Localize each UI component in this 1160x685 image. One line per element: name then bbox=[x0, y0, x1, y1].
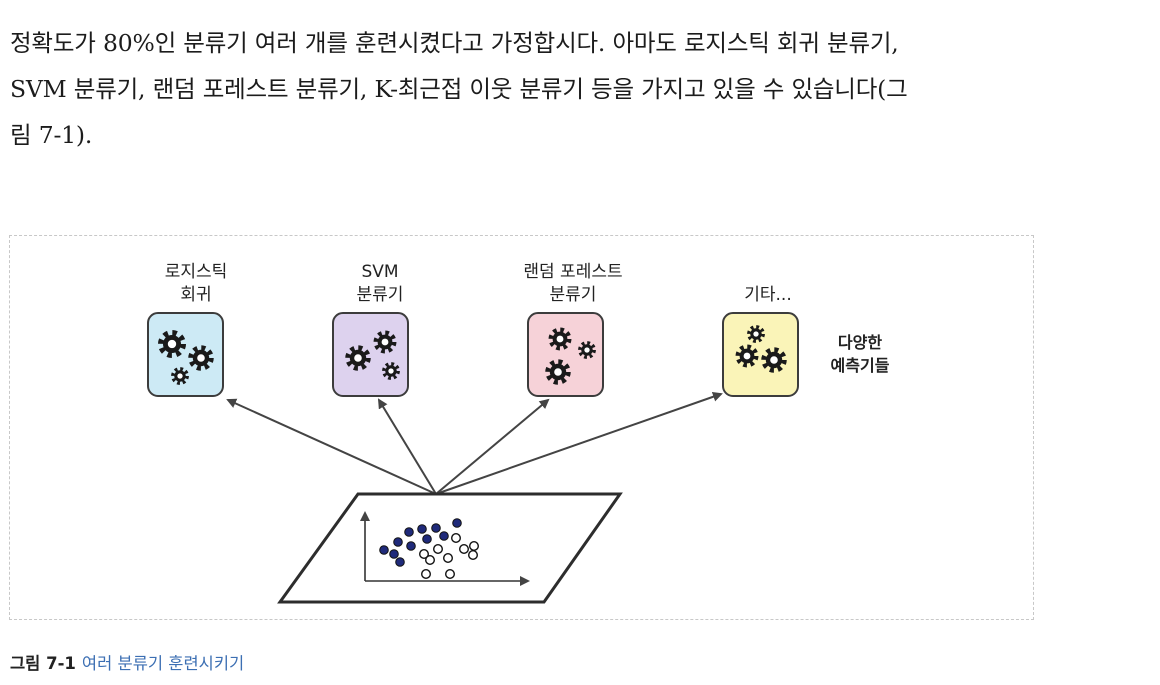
gear-icon bbox=[548, 327, 572, 351]
classifier-label-svm: SVM 분류기 bbox=[280, 261, 480, 307]
gear-icon bbox=[578, 341, 596, 359]
gear-icon bbox=[188, 345, 214, 371]
gear-icon bbox=[382, 362, 400, 380]
paragraph-line: SVM 분류기, 랜덤 포레스트 분류기, K-최근접 이웃 분류기 등을 가지… bbox=[10, 75, 908, 103]
data-point-filled bbox=[395, 557, 405, 567]
classifier-label-line: 랜덤 포레스트 bbox=[523, 262, 623, 282]
data-point-filled bbox=[417, 524, 427, 534]
classifier-box-svm bbox=[332, 312, 409, 397]
body-paragraph: 정확도가 80%인 분류기 여러 개를 훈련시켰다고 가정합시다. 아마도 로지… bbox=[10, 20, 1130, 158]
classifier-label-line: 분류기 bbox=[356, 285, 404, 305]
classifier-label-line: 회귀 bbox=[180, 285, 212, 305]
data-point-filled bbox=[389, 549, 399, 559]
gear-icon bbox=[747, 325, 765, 343]
data-point-hollow bbox=[469, 541, 480, 552]
predictors-label-line: 다양한 bbox=[837, 333, 883, 352]
gear-icon bbox=[157, 329, 187, 359]
data-point-filled bbox=[452, 518, 462, 528]
classifier-label-other: 기타... bbox=[668, 284, 868, 307]
gear-icon bbox=[545, 359, 571, 385]
arrow-to-random-forest bbox=[435, 398, 550, 495]
arrow-to-logistic bbox=[226, 398, 437, 495]
data-point-filled bbox=[379, 545, 389, 555]
gears-icons bbox=[157, 325, 787, 385]
caption-text: 여러 분류기 훈련시키기 bbox=[81, 654, 245, 673]
paragraph-line: 정확도가 80%인 분류기 여러 개를 훈련시켰다고 가정합시다. 아마도 로지… bbox=[10, 29, 899, 57]
figure-7-1: 로지스틱 회귀 SVM 분류기 랜덤 포레스트 분류기 기타... 다양한 예측… bbox=[9, 235, 1034, 620]
data-point-filled bbox=[406, 541, 416, 551]
data-plane bbox=[277, 492, 623, 604]
figure-drawing bbox=[157, 325, 787, 604]
classifier-label-random-forest: 랜덤 포레스트 분류기 bbox=[473, 261, 673, 307]
gear-icon bbox=[345, 345, 371, 371]
gear-icon bbox=[761, 347, 787, 373]
paragraph-line: 림 7-1). bbox=[10, 121, 93, 149]
classifier-box-other bbox=[722, 312, 799, 397]
data-point-filled bbox=[393, 537, 403, 547]
classifier-label-logistic: 로지스틱 회귀 bbox=[96, 261, 296, 307]
gear-icon bbox=[735, 344, 759, 368]
predictors-label: 다양한 예측기들 bbox=[810, 331, 910, 377]
figure-caption: 그림 7-1 여러 분류기 훈련시키기 bbox=[10, 650, 244, 674]
data-point-hollow bbox=[443, 553, 454, 564]
classifier-label-line: 분류기 bbox=[549, 285, 597, 305]
data-point-hollow bbox=[445, 569, 456, 580]
data-points bbox=[379, 518, 480, 580]
data-point-filled bbox=[404, 527, 414, 537]
data-point-filled bbox=[431, 523, 441, 533]
gear-icon bbox=[373, 330, 397, 354]
data-point-hollow bbox=[419, 549, 430, 560]
data-point-hollow bbox=[425, 555, 436, 566]
gear-icon bbox=[171, 367, 189, 385]
data-point-hollow bbox=[451, 533, 462, 544]
data-point-hollow bbox=[433, 544, 444, 555]
arrow-to-other bbox=[435, 391, 723, 495]
classifier-label-line: 로지스틱 bbox=[164, 262, 228, 282]
data-point-hollow bbox=[459, 544, 470, 555]
data-point-filled bbox=[422, 534, 432, 544]
predictors-label-line: 예측기들 bbox=[830, 356, 890, 375]
data-point-hollow bbox=[468, 550, 479, 561]
classifier-label-line: SVM bbox=[361, 262, 399, 282]
data-point-filled bbox=[439, 531, 449, 541]
data-point-hollow bbox=[421, 569, 432, 580]
caption-number: 그림 7-1 bbox=[10, 654, 76, 673]
arrow-to-svm bbox=[377, 398, 437, 495]
classifier-label-line: 기타... bbox=[744, 285, 792, 305]
